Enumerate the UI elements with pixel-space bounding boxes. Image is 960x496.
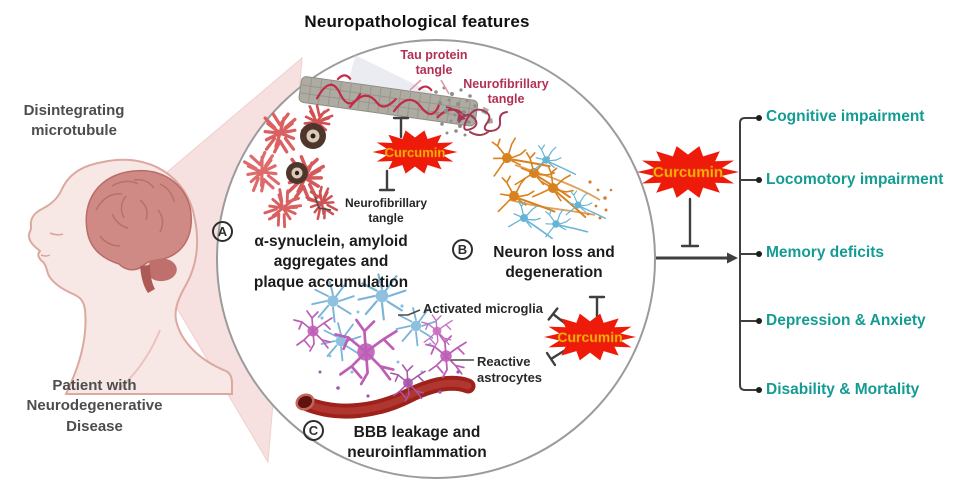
neuron-debris-dots bbox=[586, 180, 613, 220]
panel-b-title: Neuron loss and degeneration bbox=[464, 243, 644, 284]
outcome-branch-lines bbox=[739, 115, 762, 393]
label-line: Neurodegenerative bbox=[26, 397, 163, 415]
label-line: Disease bbox=[66, 417, 123, 435]
outcome-item: Memory deficits bbox=[766, 244, 885, 261]
curcumin-label: Curcumin bbox=[557, 329, 622, 345]
neurofibrillary-tangle-illustration bbox=[445, 106, 508, 136]
label-line: aggregates and bbox=[273, 253, 389, 271]
curcumin-starburst-glia: Curcumin bbox=[544, 313, 636, 361]
label-line: neuroinflammation bbox=[347, 444, 487, 462]
label-line: Tau protein bbox=[400, 48, 468, 62]
brain-illustration bbox=[85, 170, 192, 293]
plaque-label-elbow-line bbox=[314, 196, 332, 211]
disintegration-dots bbox=[434, 86, 477, 137]
purple-specks bbox=[318, 370, 460, 398]
panel-letter-b: B bbox=[452, 239, 473, 260]
disintegrating-microtubule-label: Disintegrating microtubule bbox=[8, 101, 140, 142]
microglia-leader-line bbox=[398, 309, 421, 316]
label-line: plaque accumulation bbox=[253, 273, 409, 291]
patient-caption: Patient with Neurodegenerative Disease bbox=[7, 376, 182, 437]
label-line: microtubule bbox=[31, 122, 117, 140]
label-line: tangle bbox=[368, 210, 404, 225]
inhibition-arrow-tangle bbox=[378, 169, 396, 192]
inhibition-arrow-pathway bbox=[680, 197, 700, 248]
amyloid-plaques-illustration bbox=[241, 102, 340, 231]
activated-microglia-label: Activated microglia bbox=[423, 301, 543, 316]
label-line: α-synuclein, amyloid bbox=[254, 233, 408, 250]
pathway-arrow bbox=[656, 252, 738, 264]
microglia-astrocytes-illustration bbox=[293, 273, 476, 419]
microtubule-illustration bbox=[298, 55, 493, 127]
outcome-item: Locomotory impairment bbox=[766, 171, 944, 188]
curcumin-label: Curcumin bbox=[385, 145, 446, 160]
label-line: Reactive bbox=[477, 354, 531, 369]
label-line: Disintegrating bbox=[23, 102, 125, 119]
patient-head-illustration bbox=[27, 158, 233, 395]
outcome-item: Depression & Anxiety bbox=[766, 312, 926, 329]
label-line: tangle bbox=[415, 63, 453, 78]
inhibition-arrow-tau bbox=[392, 116, 410, 139]
figure-title: Neuropathological features bbox=[304, 12, 530, 31]
curcumin-label: Curcumin bbox=[653, 164, 723, 181]
panel-a-title: α-synuclein, amyloid aggregates and plaq… bbox=[231, 232, 431, 293]
neurofibrillary-tangle-label-right: Neurofibrillary tangle bbox=[440, 77, 572, 108]
panel-c-title: BBB leakage and neuroinflammation bbox=[327, 423, 507, 464]
neurofibrillary-tangle-label-left: Neurofibrillary tangle bbox=[326, 196, 446, 226]
label-line: Neurofibrillary bbox=[344, 196, 428, 210]
tau-tangle-label: Tau protein tangle bbox=[379, 48, 489, 79]
panel-letter-a: A bbox=[212, 221, 233, 242]
brain-detail-circle bbox=[216, 39, 656, 479]
curcumin-starburst-tau: Curcumin bbox=[372, 130, 458, 174]
label-line: astrocytes bbox=[477, 369, 543, 385]
reactive-astrocytes-label: Reactive astrocytes bbox=[477, 354, 542, 385]
plaque-core-icon bbox=[286, 123, 326, 184]
label-line: Neuron loss and bbox=[493, 244, 615, 261]
tau-label-pointer-lines bbox=[409, 79, 450, 95]
panel-letter-c: C bbox=[303, 420, 324, 441]
label-line: degeneration bbox=[505, 264, 603, 282]
outcome-item: Disability & Mortality bbox=[766, 381, 920, 398]
label-line: Neurofibrillary bbox=[463, 77, 549, 91]
label-line: Patient with bbox=[52, 377, 137, 394]
curcumin-starburst-outcomes: Curcumin bbox=[637, 146, 739, 198]
label-line: BBB leakage and bbox=[353, 424, 481, 441]
outcome-item: Cognitive impairment bbox=[766, 108, 925, 125]
neurons-illustration bbox=[484, 127, 613, 242]
label-line: tangle bbox=[487, 92, 525, 107]
